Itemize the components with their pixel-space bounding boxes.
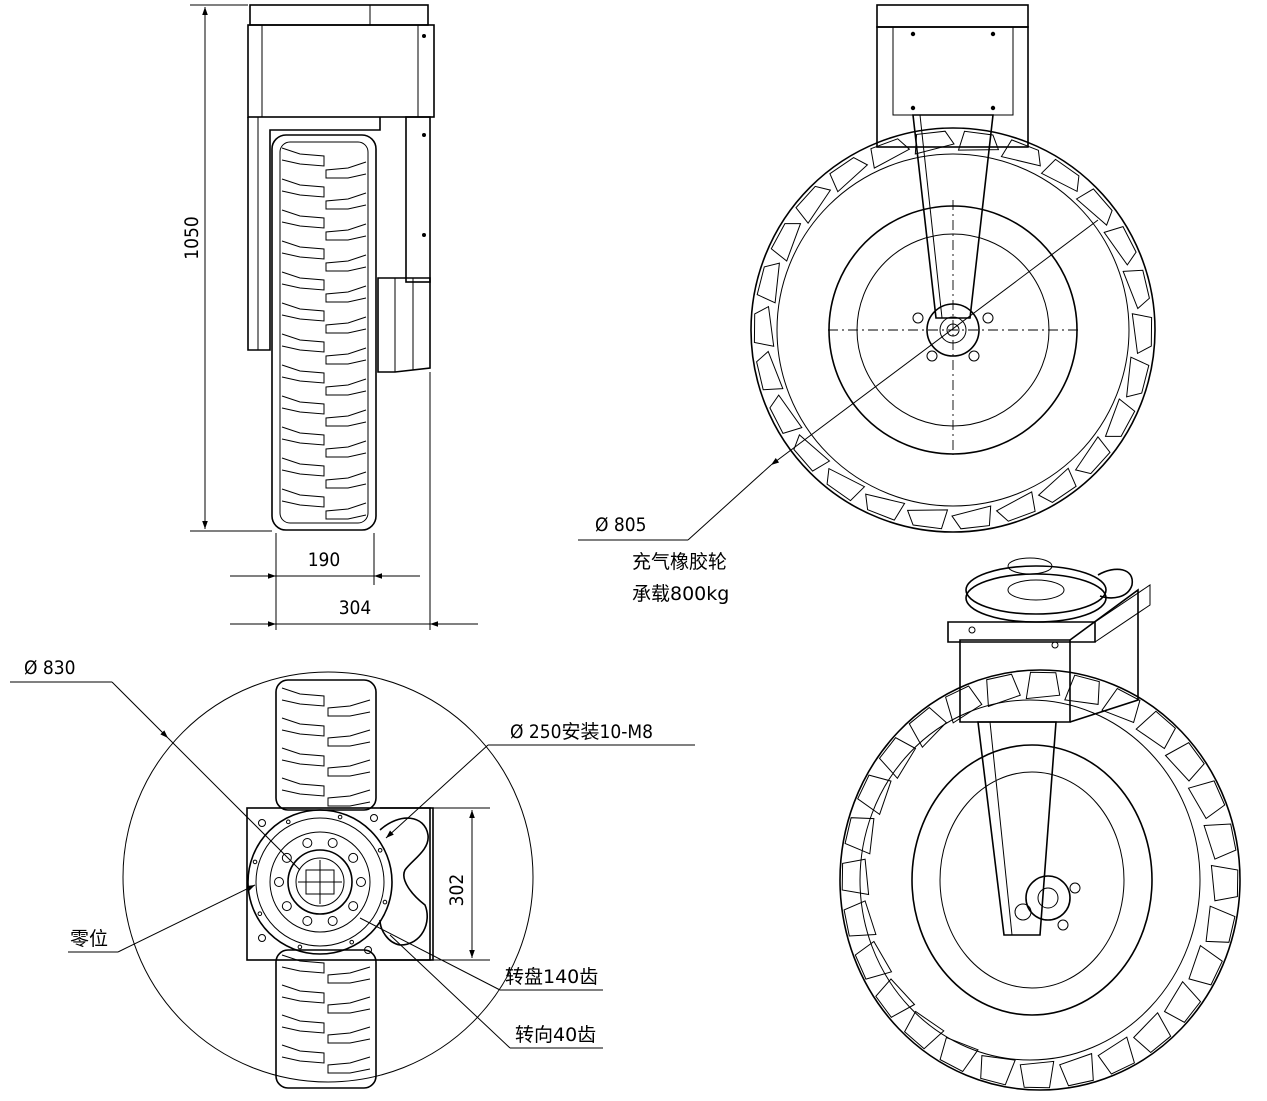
dim-190: 190	[308, 549, 341, 571]
front-tire-outer	[750, 127, 1156, 533]
iso-view	[839, 557, 1241, 1091]
top-tire-lower	[275, 949, 377, 1089]
steering-gear-outline	[379, 817, 429, 946]
side-housing	[247, 24, 435, 118]
side-tire	[271, 134, 377, 531]
dim-830: Ø 830	[24, 657, 76, 679]
turntable-outer	[247, 809, 393, 955]
steering-teeth-label: 转向40齿	[515, 1024, 596, 1046]
side-motor-box	[377, 277, 431, 373]
iso-turntable	[965, 565, 1107, 615]
leader-zero	[117, 884, 256, 953]
dim-250-mount: Ø 250安装10-M8	[510, 721, 653, 743]
top-tire-upper	[275, 679, 377, 811]
side-fork-arm	[247, 117, 381, 351]
load-label: 承载800kg	[632, 583, 729, 605]
mount-plate	[246, 807, 434, 961]
leader-250	[385, 744, 489, 839]
iso-rim	[911, 744, 1153, 1016]
front-tire-tread	[753, 130, 1153, 530]
front-view: Ø 805 充气橡胶轮 承载800kg	[578, 4, 1156, 605]
side-top-plate	[249, 4, 429, 26]
side-tire-tread	[281, 147, 367, 520]
dim-304: 304	[339, 597, 372, 619]
iso-tire-tread	[841, 671, 1239, 1089]
top-tire-tread	[281, 687, 371, 1074]
tire-label: 充气橡胶轮	[632, 551, 727, 573]
front-top-plate	[876, 4, 1029, 28]
dim-805: Ø 805	[595, 514, 647, 536]
turntable-teeth-label: 转盘140齿	[505, 966, 598, 988]
dim-1050: 1050	[181, 216, 203, 260]
leader-830	[111, 681, 169, 739]
dim-302: 302	[446, 874, 468, 907]
top-view: Ø 830 Ø 250安装10-M8 302 零位 转盘140齿 转向40齿	[10, 657, 695, 1089]
zero-position-label: 零位	[70, 928, 108, 950]
front-fork	[912, 114, 994, 319]
bolt-holes	[252, 814, 388, 950]
iso-hub	[1025, 875, 1071, 921]
iso-tire-outer	[839, 669, 1241, 1091]
leader-805	[770, 219, 1099, 466]
side-view: 1050 190 304	[181, 4, 478, 630]
front-housing	[876, 26, 1029, 148]
swing-circle-830	[122, 671, 534, 1083]
